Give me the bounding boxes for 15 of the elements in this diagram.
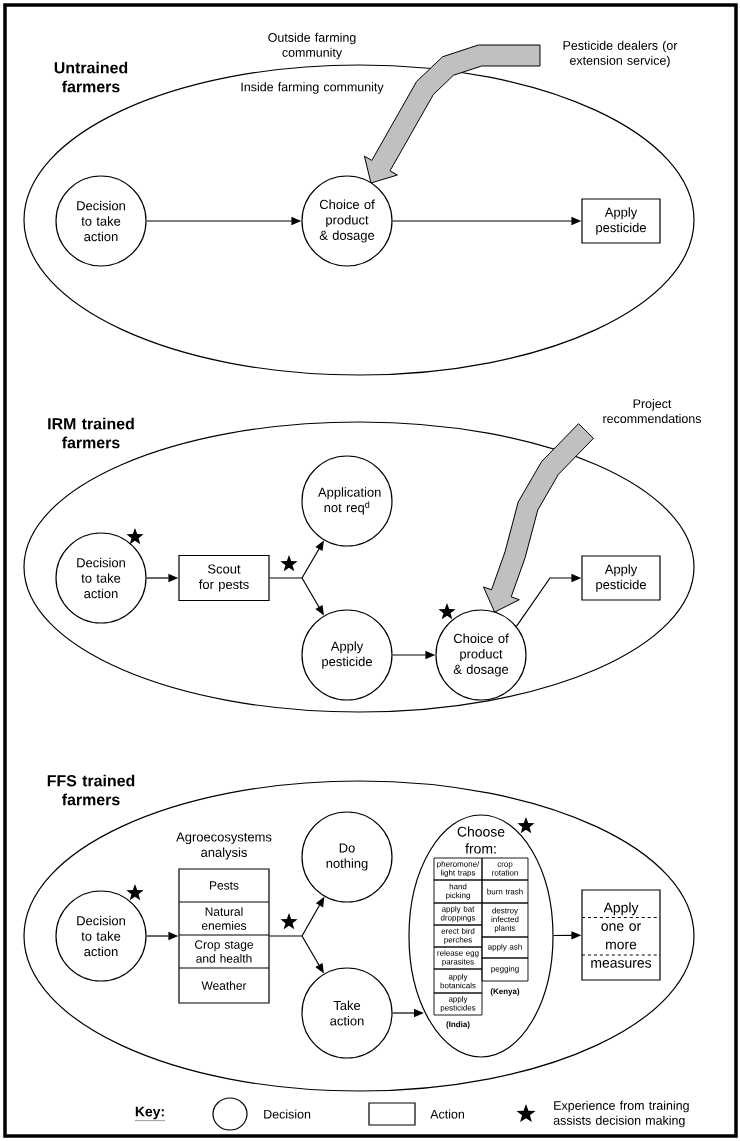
action-box: Apply pesticide (581, 555, 661, 601)
thick-arrow (363, 44, 541, 184)
node-label: Agroecosystems analysis (176, 832, 272, 860)
legend-label: Action (430, 1109, 464, 1119)
action-box: Scout for pests (178, 554, 270, 602)
boundary-label: Outside farming community (268, 32, 356, 60)
boundary-label: Inside farming community (241, 82, 384, 94)
key-heading: Key: (134, 1106, 166, 1121)
thick-arrow (483, 423, 594, 613)
legend-label: Experience from training assists decision making (553, 1100, 689, 1128)
legend-label: Decision (264, 1109, 311, 1119)
action-box: Apply pesticide (581, 198, 661, 244)
source-label: Project recommendations (603, 398, 701, 424)
action-box: Apply one or more measures (581, 889, 661, 981)
analysis-table: Agroecosystems analysis Pests Natural enemies Crop stage and health Weather (176, 832, 272, 1004)
